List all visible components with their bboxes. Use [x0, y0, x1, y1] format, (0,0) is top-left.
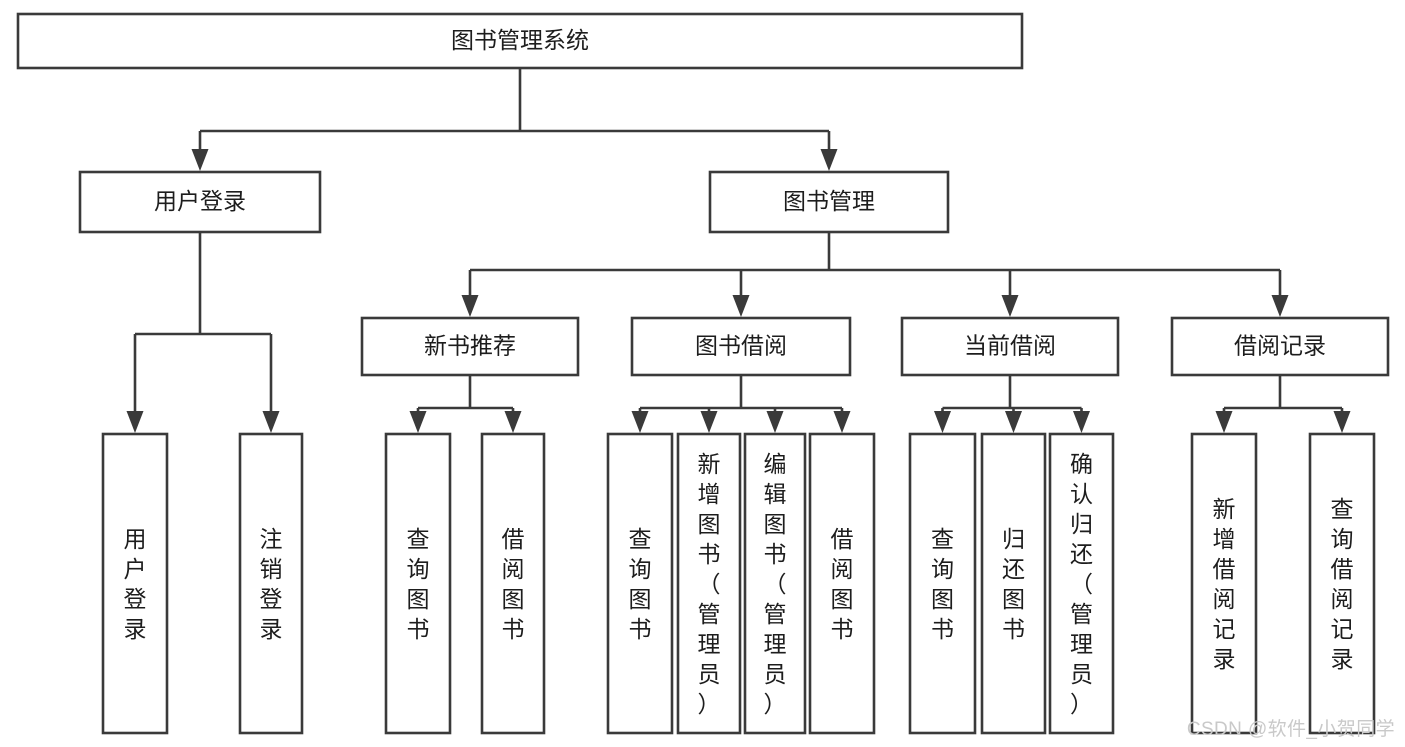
arrow-head-icon	[504, 411, 522, 433]
node-label: 编辑图书（管理员）	[764, 451, 787, 717]
node-label: 查询图书	[629, 526, 652, 642]
arrow-head-icon	[1215, 411, 1233, 433]
node-leaf_5[interactable]: 新增图书（管理员）	[676, 432, 742, 735]
node-label: 查询图书	[407, 526, 430, 642]
node-leaf_10[interactable]: 确认归还（管理员）	[1048, 432, 1115, 735]
arrow-head-icon	[409, 411, 427, 433]
node-root[interactable]: 图书管理系统	[16, 12, 1024, 70]
node-label: 借阅记录	[1234, 333, 1326, 359]
arrow-head-icon	[833, 411, 851, 433]
arrow-head-icon	[1001, 295, 1019, 317]
node-label: 查询借阅记录	[1331, 496, 1354, 672]
node-box[interactable]	[980, 432, 1047, 735]
node-l3_3[interactable]: 借阅记录	[1170, 316, 1390, 377]
node-box[interactable]	[78, 170, 322, 234]
node-box[interactable]	[708, 170, 950, 234]
node-leaf_6[interactable]: 编辑图书（管理员）	[743, 432, 807, 735]
node-box[interactable]	[238, 432, 304, 735]
node-label: 新增借阅记录	[1213, 496, 1236, 672]
node-box[interactable]	[630, 316, 852, 377]
edge-user-login-to-leaves	[126, 232, 280, 433]
node-leaf_2[interactable]: 查询图书	[384, 432, 452, 735]
node-box[interactable]	[908, 432, 977, 735]
nodes-layer: 图书管理系统用户登录图书管理新书推荐图书借阅当前借阅借阅记录用户登录注销登录查询…	[16, 12, 1390, 735]
arrow-head-icon	[1333, 411, 1351, 433]
node-box[interactable]	[676, 432, 742, 735]
arrow-head-icon	[766, 411, 784, 433]
arrow-head-icon	[1073, 411, 1090, 433]
edge-borrow-to-leaves	[631, 375, 851, 433]
node-label: 新增图书（管理员）	[698, 451, 721, 717]
arrow-head-icon	[820, 149, 838, 171]
node-l3_1[interactable]: 图书借阅	[630, 316, 852, 377]
node-l2_1[interactable]: 图书管理	[708, 170, 950, 234]
node-leaf_4[interactable]: 查询图书	[606, 432, 674, 735]
arrow-head-icon	[934, 411, 951, 433]
node-leaf_11[interactable]: 新增借阅记录	[1190, 432, 1258, 735]
arrow-head-icon	[191, 149, 209, 171]
connectors-layer	[126, 68, 1351, 433]
arrow-head-icon	[126, 411, 144, 433]
edge-current-borrow-to-leaves	[934, 375, 1090, 433]
watermark-label: CSDN @软件_小贺同学	[1186, 719, 1395, 740]
node-box[interactable]	[384, 432, 452, 735]
node-leaf_0[interactable]: 用户登录	[101, 432, 169, 735]
arrow-head-icon	[262, 411, 280, 433]
node-box[interactable]	[16, 12, 1024, 70]
arrow-head-icon	[461, 295, 479, 317]
node-l2_0[interactable]: 用户登录	[78, 170, 322, 234]
node-box[interactable]	[1190, 432, 1258, 735]
node-leaf_8[interactable]: 查询图书	[908, 432, 977, 735]
node-leaf_12[interactable]: 查询借阅记录	[1308, 432, 1376, 735]
node-box[interactable]	[1308, 432, 1376, 735]
node-label: 当前借阅	[964, 333, 1056, 359]
node-label: 新书推荐	[424, 333, 516, 359]
edge-book-mgmt-to-level3	[461, 232, 1289, 317]
node-leaf_3[interactable]: 借阅图书	[480, 432, 546, 735]
node-leaf_1[interactable]: 注销登录	[238, 432, 304, 735]
node-box[interactable]	[606, 432, 674, 735]
edge-borrow-record-to-leaves	[1215, 375, 1351, 433]
node-label: 用户登录	[154, 188, 246, 214]
node-label: 图书借阅	[695, 333, 787, 359]
arrow-head-icon	[700, 411, 718, 433]
node-l3_2[interactable]: 当前借阅	[900, 316, 1120, 377]
node-label: 用户登录	[124, 526, 147, 642]
node-label: 图书管理系统	[451, 27, 589, 53]
node-label: 借阅图书	[831, 526, 854, 642]
edge-root-to-level2	[191, 68, 838, 171]
node-label: 确认归还（管理员）	[1070, 451, 1093, 717]
node-label: 归还图书	[1002, 526, 1025, 642]
node-l3_0[interactable]: 新书推荐	[360, 316, 580, 377]
node-box[interactable]	[808, 432, 876, 735]
edge-new-book-to-leaves	[409, 375, 522, 433]
arrow-head-icon	[1271, 295, 1289, 317]
node-label: 查询图书	[931, 526, 954, 642]
arrow-head-icon	[732, 295, 750, 317]
node-label: 注销登录	[260, 526, 283, 642]
node-label: 借阅图书	[502, 526, 525, 642]
node-leaf_7[interactable]: 借阅图书	[808, 432, 876, 735]
node-box[interactable]	[1170, 316, 1390, 377]
arrow-head-icon	[1005, 411, 1022, 433]
node-box[interactable]	[480, 432, 546, 735]
node-box[interactable]	[360, 316, 580, 377]
node-box[interactable]	[101, 432, 169, 735]
arrow-head-icon	[631, 411, 649, 433]
node-box[interactable]	[743, 432, 807, 735]
node-box[interactable]	[900, 316, 1120, 377]
node-label: 图书管理	[783, 188, 875, 214]
node-box[interactable]	[1048, 432, 1115, 735]
node-leaf_9[interactable]: 归还图书	[980, 432, 1047, 735]
